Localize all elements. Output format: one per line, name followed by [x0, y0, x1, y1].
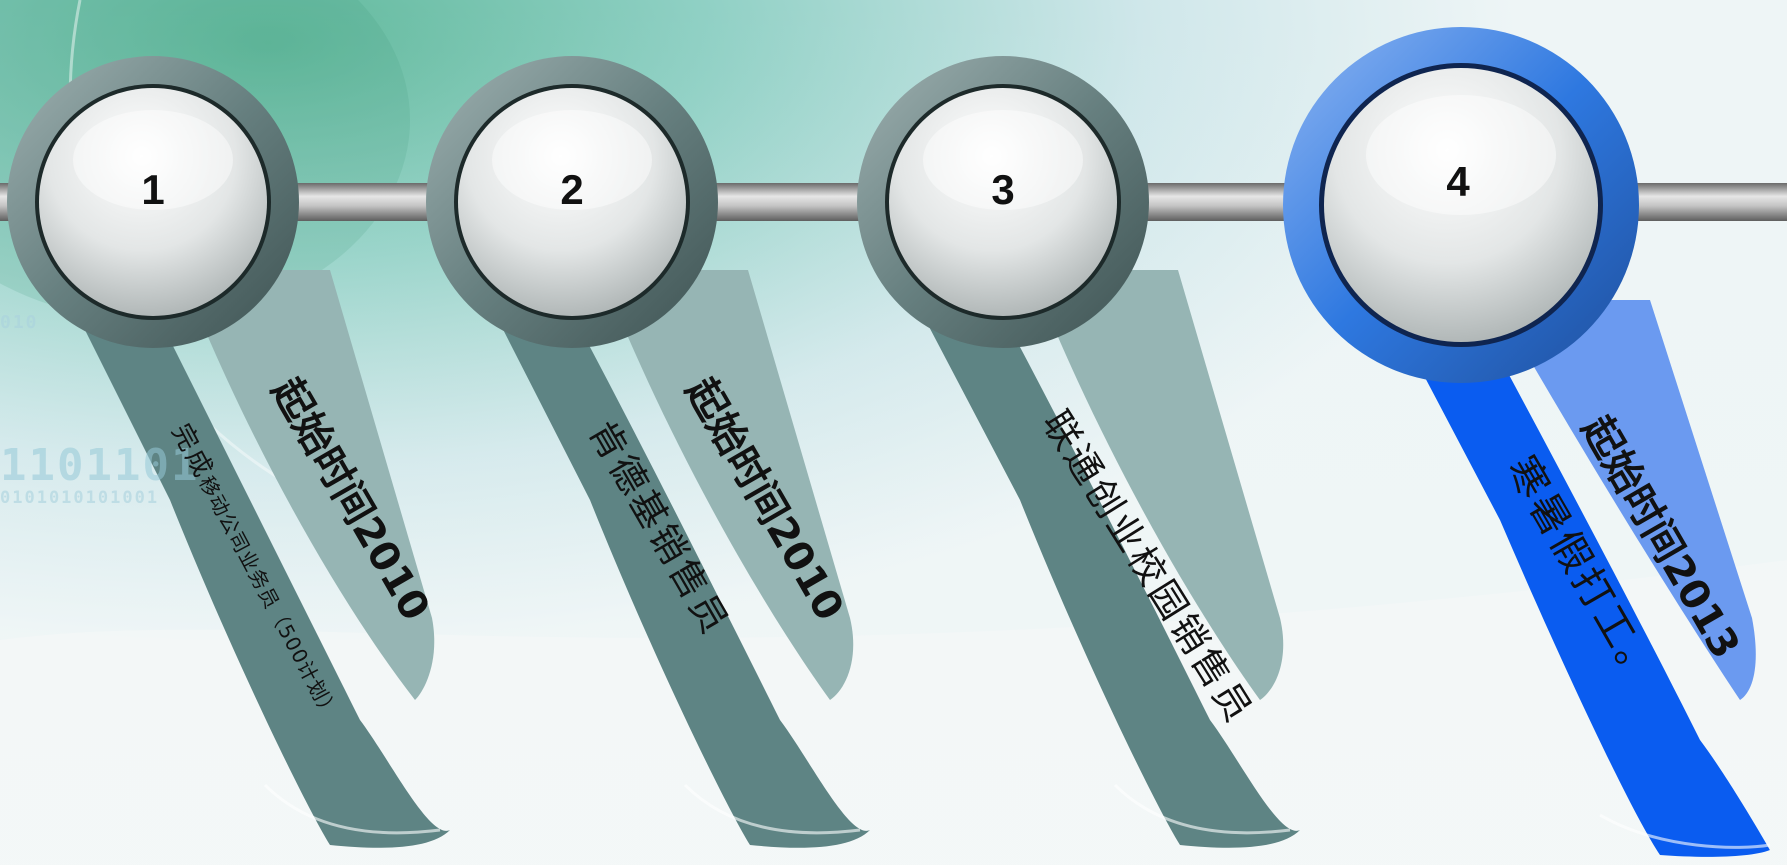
- binary-decoration-small: 0101010101001: [0, 488, 159, 508]
- step-4-number: 4: [1446, 158, 1469, 206]
- step-3-number: 3: [991, 166, 1014, 214]
- binary-decoration: 1101101: [0, 440, 199, 491]
- step-2-number: 2: [560, 166, 583, 214]
- binary-decoration-tiny: 010: [0, 312, 39, 333]
- step-1-number: 1: [141, 166, 164, 214]
